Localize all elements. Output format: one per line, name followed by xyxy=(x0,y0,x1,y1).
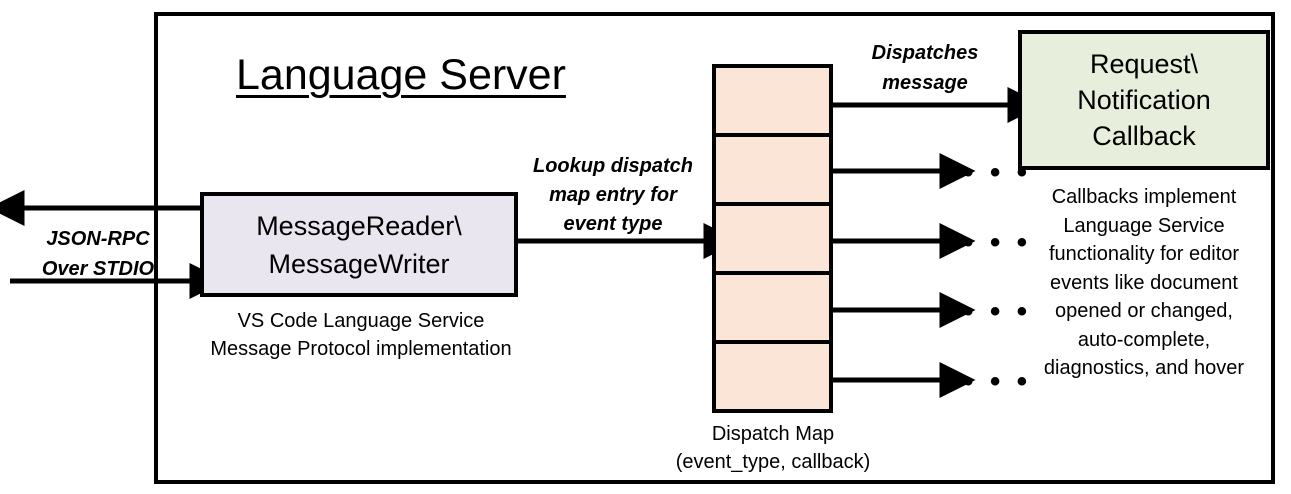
dispatch-map-entry[interactable] xyxy=(716,344,829,409)
dispatches-message-label: Dispatches message xyxy=(871,42,979,94)
request-notification-callback-label: Request\ Notification Callback xyxy=(1077,49,1211,151)
ellipsis-icon: • • • xyxy=(963,295,1032,328)
lookup-dispatch-label: Lookup dispatch map entry for event type xyxy=(533,155,693,235)
ellipsis-icon: • • • xyxy=(963,226,1032,259)
language-server-container xyxy=(154,12,1275,484)
ellipsis-icon: • • • xyxy=(963,156,1032,189)
jsonrpc-stdio-label: JSON-RPC Over STDIO xyxy=(41,228,155,280)
page-title: Language Server xyxy=(236,51,566,99)
dispatch-map-entry[interactable] xyxy=(716,275,829,344)
ellipsis-icon: • • • xyxy=(963,365,1032,398)
dispatch-map-entry[interactable] xyxy=(716,137,829,206)
request-notification-callback-box[interactable]: Request\ Notification Callback xyxy=(1018,30,1270,170)
message-reader-writer-box[interactable]: MessageReader\ MessageWriter xyxy=(200,192,518,297)
dispatch-map-table[interactable] xyxy=(712,64,833,413)
dispatch-map-caption: Dispatch Map (event_type, callback) xyxy=(675,423,871,473)
dispatch-map-entry[interactable] xyxy=(716,206,829,275)
dispatch-map-entry[interactable] xyxy=(716,68,829,137)
callback-description-caption: Callbacks implement Language Service fun… xyxy=(1043,186,1245,379)
message-reader-writer-label: MessageReader\ MessageWriter xyxy=(256,210,462,279)
message-reader-writer-caption: VS Code Language Service Message Protoco… xyxy=(210,310,512,360)
